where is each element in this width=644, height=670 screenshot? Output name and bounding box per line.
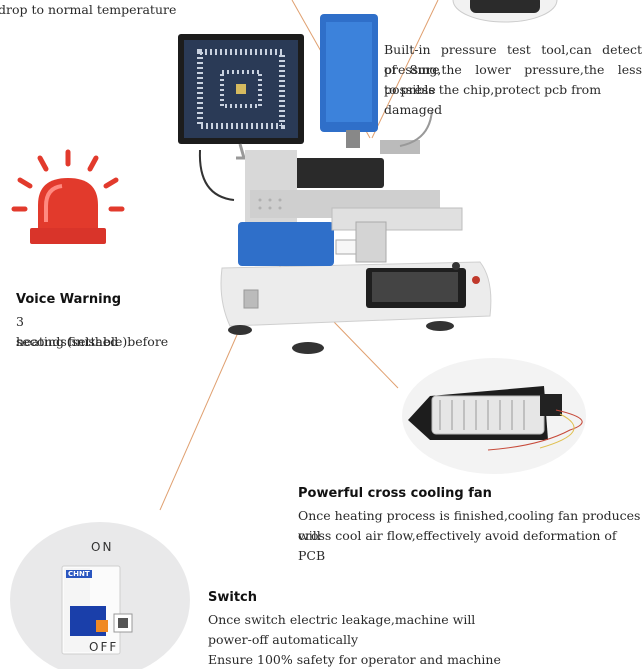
cooling-fan-line-2: cross cool air flow,effectively avoid de… xyxy=(298,528,617,563)
switch-line-3: Ensure 100% safety for operator and mach… xyxy=(208,652,501,667)
voice-warning-line-1: 3 seconds(settable)before xyxy=(16,314,169,349)
top-caption: drop to normal temperature xyxy=(0,2,177,17)
leader-line-switch xyxy=(159,327,241,511)
switch-off-label: OFF xyxy=(89,640,119,654)
voice-warning-title: Voice Warning xyxy=(16,292,122,307)
voice-warning-line-2: heating finished xyxy=(16,334,119,349)
switch-title: Switch xyxy=(208,590,258,605)
pressure-line-2: of 8mg,the lower pressure,the less possi… xyxy=(384,62,642,97)
switch-line-1: Once switch electric leakage,machine wil… xyxy=(208,612,476,627)
cooling-fan-title: Powerful cross cooling fan xyxy=(298,486,492,501)
switch-line-2: power-off automatically xyxy=(208,632,359,647)
pressure-line-1: Built-in pressure test tool,can detect p… xyxy=(384,42,642,77)
switch-on-label: ON xyxy=(91,540,114,554)
pressure-tool-zoom xyxy=(452,0,558,23)
cooling-fan-line-1: Once heating process is finished,cooling… xyxy=(298,508,641,543)
alarm-light-icon xyxy=(11,149,125,244)
switch-brand-logo: CHNT xyxy=(66,570,92,578)
switch-zoom xyxy=(10,522,190,669)
cooling-fan-zoom xyxy=(402,358,586,474)
pressure-line-3: to press the chip,protect pcb from damag… xyxy=(384,82,602,117)
leader-line-pressure-2 xyxy=(371,0,439,139)
bga-rework-machine xyxy=(178,14,492,354)
